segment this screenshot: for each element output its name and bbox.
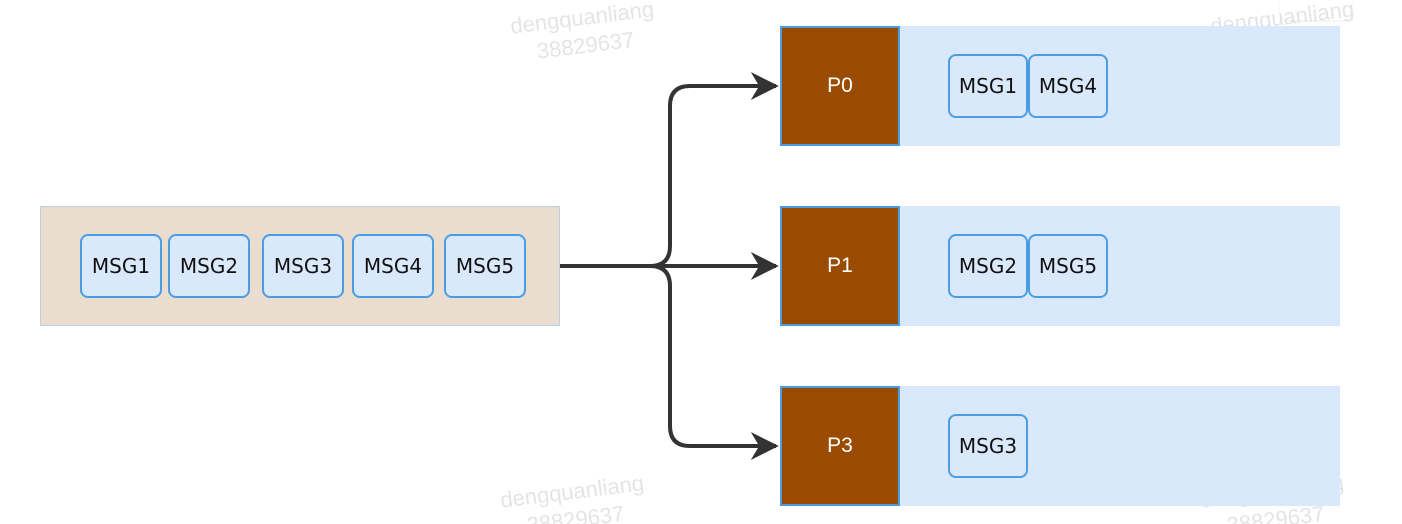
partition-message[interactable]: MSG4 — [1028, 54, 1108, 118]
arrow-to-p0 — [560, 72, 779, 268]
corner-tab — [1280, 0, 1352, 20]
partition-p1[interactable]: P1 — [780, 206, 900, 326]
arrow-to-p3 — [560, 264, 779, 460]
source-queue: MSG1 MSG2 MSG3 MSG4 MSG5 — [40, 206, 560, 326]
partition-message[interactable]: MSG1 — [948, 54, 1028, 118]
partition-message[interactable]: MSG3 — [948, 414, 1028, 478]
queue-message[interactable]: MSG1 — [80, 234, 162, 298]
queue-message[interactable]: MSG4 — [352, 234, 434, 298]
partition-p3[interactable]: P3 — [780, 386, 900, 506]
partition-p0[interactable]: P0 — [780, 26, 900, 146]
queue-message[interactable]: MSG5 — [444, 234, 526, 298]
partition-message[interactable]: MSG2 — [948, 234, 1028, 298]
queue-message[interactable]: MSG2 — [168, 234, 250, 298]
queue-message[interactable]: MSG3 — [262, 234, 344, 298]
partition-message[interactable]: MSG5 — [1028, 234, 1108, 298]
